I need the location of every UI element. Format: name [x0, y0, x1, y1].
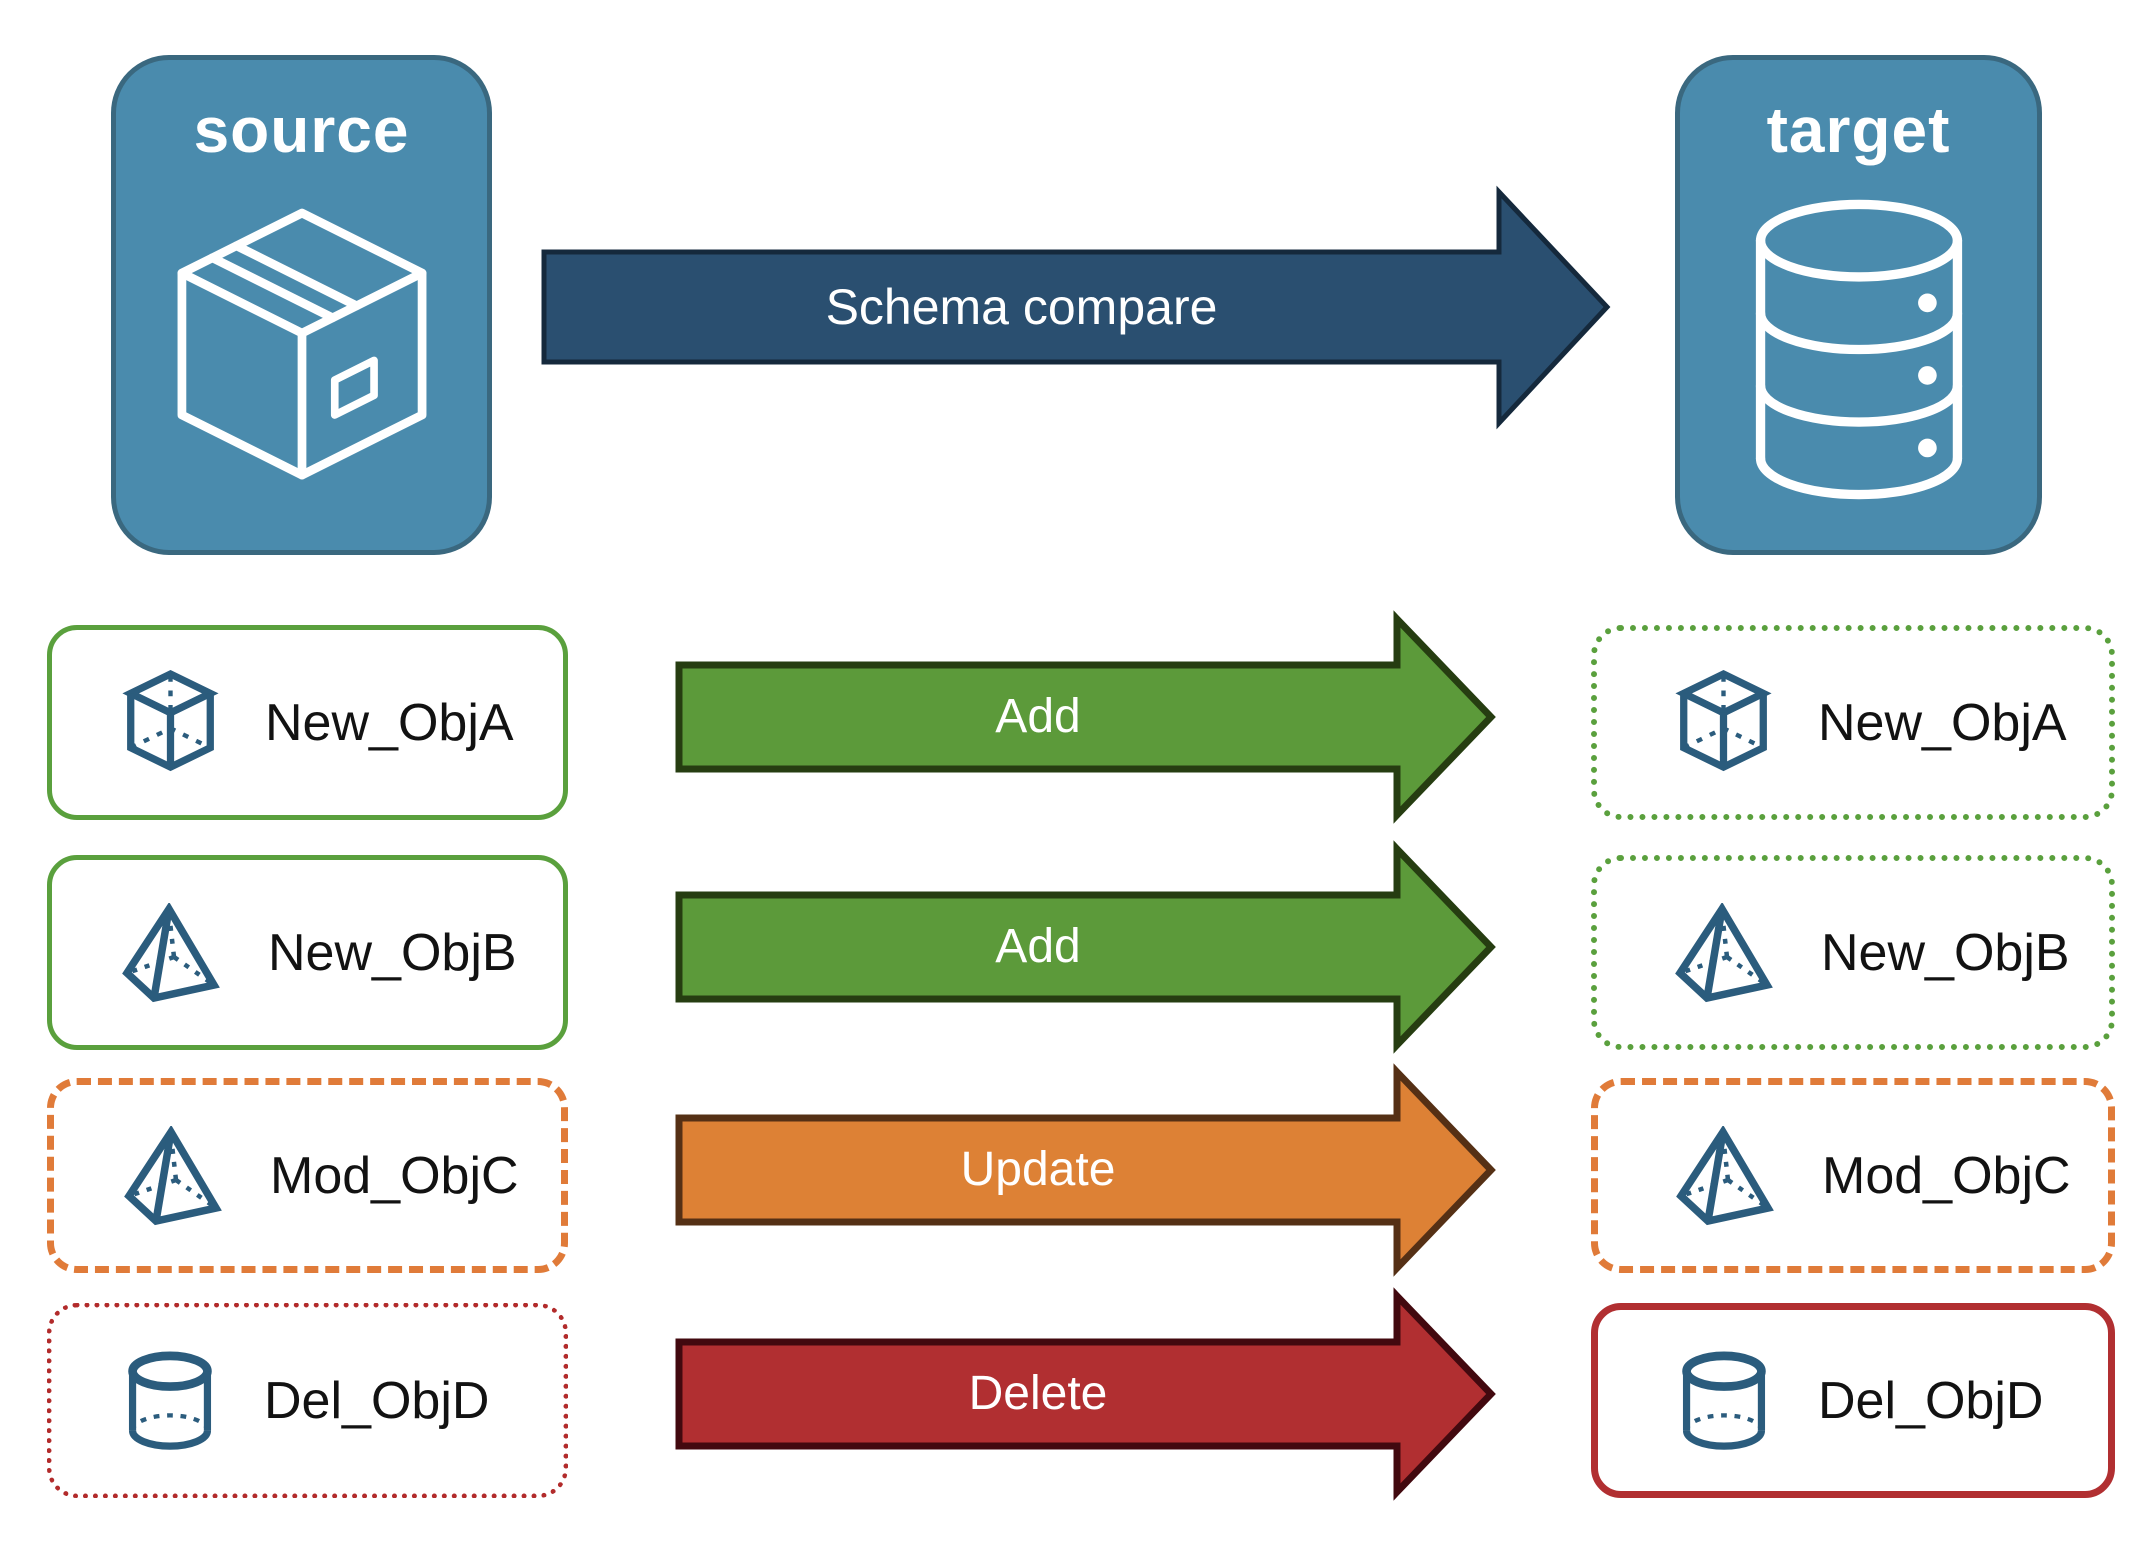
- cylinder-icon: [128, 1351, 212, 1450]
- source-object-box-new-objb: New_ObjB: [47, 855, 568, 1050]
- cube-icon: [1675, 669, 1772, 772]
- source-object-box-new-obja: New_ObjA: [47, 625, 568, 820]
- package-icon: [177, 208, 426, 480]
- db-dot: [1917, 366, 1937, 385]
- delete-arrow-label: Delete: [968, 1367, 1108, 1420]
- target-object-box-new-objb: New_ObjB: [1591, 855, 2115, 1050]
- source-object-box-mod-objc: Mod_ObjC: [47, 1078, 568, 1273]
- pyramid-icon: [1676, 1125, 1774, 1225]
- target-object-box-del-objd: Del_ObjD: [1591, 1303, 2115, 1498]
- db-dot: [1917, 438, 1937, 458]
- target-panel-title: target: [1766, 94, 1951, 166]
- source-panel: source: [111, 55, 492, 555]
- right-arrow-shape: [675, 610, 1496, 824]
- object-label: New_ObjB: [1821, 923, 2070, 982]
- pyramid-icon: [1675, 902, 1773, 1002]
- cylinder-icon: [1682, 1351, 1766, 1450]
- object-label: New_ObjA: [1818, 693, 2067, 752]
- add-arrow-label: Add: [995, 690, 1081, 743]
- add-arrow-label: Add: [995, 920, 1081, 973]
- object-label: New_ObjA: [265, 693, 514, 752]
- update-arrow: Update: [675, 1063, 1497, 1277]
- pyramid-icon: [122, 902, 220, 1002]
- add-arrow-2: Add: [675, 840, 1497, 1054]
- right-arrow-shape: [541, 185, 1611, 430]
- object-label: Del_ObjD: [264, 1371, 490, 1430]
- object-label: Mod_ObjC: [270, 1146, 519, 1205]
- update-arrow-label: Update: [960, 1143, 1116, 1196]
- delete-arrow: Delete: [675, 1287, 1497, 1501]
- pyramid-icon: [124, 1125, 222, 1225]
- target-object-box-mod-objc: Mod_ObjC: [1591, 1078, 2115, 1273]
- add-arrow-1: Add: [675, 610, 1497, 824]
- database-icon: [1755, 199, 1962, 500]
- right-arrow-shape: [675, 1287, 1496, 1501]
- schema-compare-label: Schema compare: [825, 279, 1218, 335]
- schema-compare-arrow: Schema compare: [541, 185, 1611, 430]
- object-label: New_ObjB: [268, 923, 517, 982]
- object-label: Mod_ObjC: [1822, 1146, 2071, 1205]
- object-label: Del_ObjD: [1818, 1371, 2044, 1430]
- target-object-box-new-obja: New_ObjA: [1591, 625, 2115, 820]
- source-panel-title: source: [193, 94, 410, 166]
- right-arrow-shape: [675, 1063, 1496, 1277]
- cube-icon: [122, 669, 219, 772]
- right-arrow-shape: [675, 840, 1496, 1054]
- source-object-box-del-objd: Del_ObjD: [47, 1303, 568, 1498]
- db-dot: [1917, 293, 1937, 313]
- target-panel: target: [1675, 55, 2042, 555]
